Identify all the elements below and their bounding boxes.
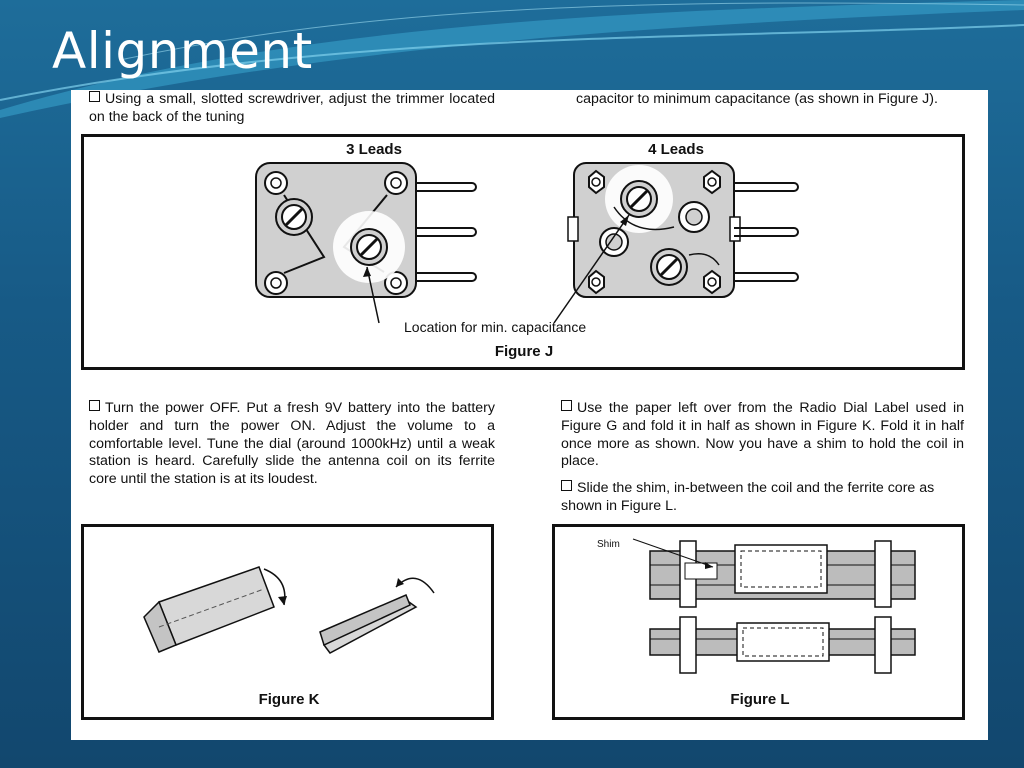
checkbox-icon (89, 400, 100, 411)
figure-j-caption: Figure J (494, 343, 554, 360)
capacitor-4-leads-drawing (553, 162, 799, 324)
figure-k-frame: Figure K (81, 524, 494, 720)
figure-j-annotation: Location for min. capacitance (404, 319, 587, 335)
capacitor-3-leads-drawing (255, 162, 477, 324)
figure-l-caption: Figure L (730, 691, 790, 708)
ferrite-coil-drawing (632, 538, 916, 674)
figure-l-frame: Shim Figure L (552, 524, 965, 720)
step4-text: Slide the shim, in-between the coil and … (561, 480, 935, 514)
checkbox-icon (89, 91, 100, 102)
figure-j-frame: 3 Leads 4 Leads (81, 134, 965, 370)
step2-text: Turn the power OFF. Put a fresh 9V batte… (89, 400, 495, 488)
figure-j-label-3-leads: 3 Leads (346, 141, 402, 158)
figure-l-shim-label: Shim (597, 539, 620, 550)
step3-text: Use the paper left over from the Radio D… (561, 400, 964, 470)
background-swoosh (0, 0, 1024, 118)
step1-left-text: Using a small, slotted screwdriver, adju… (89, 91, 495, 125)
step1-right-text: capacitor to minimum capacitance (as sho… (576, 91, 938, 107)
checkbox-icon (561, 480, 572, 491)
document-page: Using a small, slotted screwdriver, adju… (71, 90, 988, 740)
checkbox-icon (561, 400, 572, 411)
slide-title: Alignment (52, 22, 313, 80)
figure-k-caption: Figure K (258, 691, 320, 708)
figure-j-label-4-leads: 4 Leads (648, 141, 704, 158)
paper-fold-drawing (143, 566, 435, 654)
